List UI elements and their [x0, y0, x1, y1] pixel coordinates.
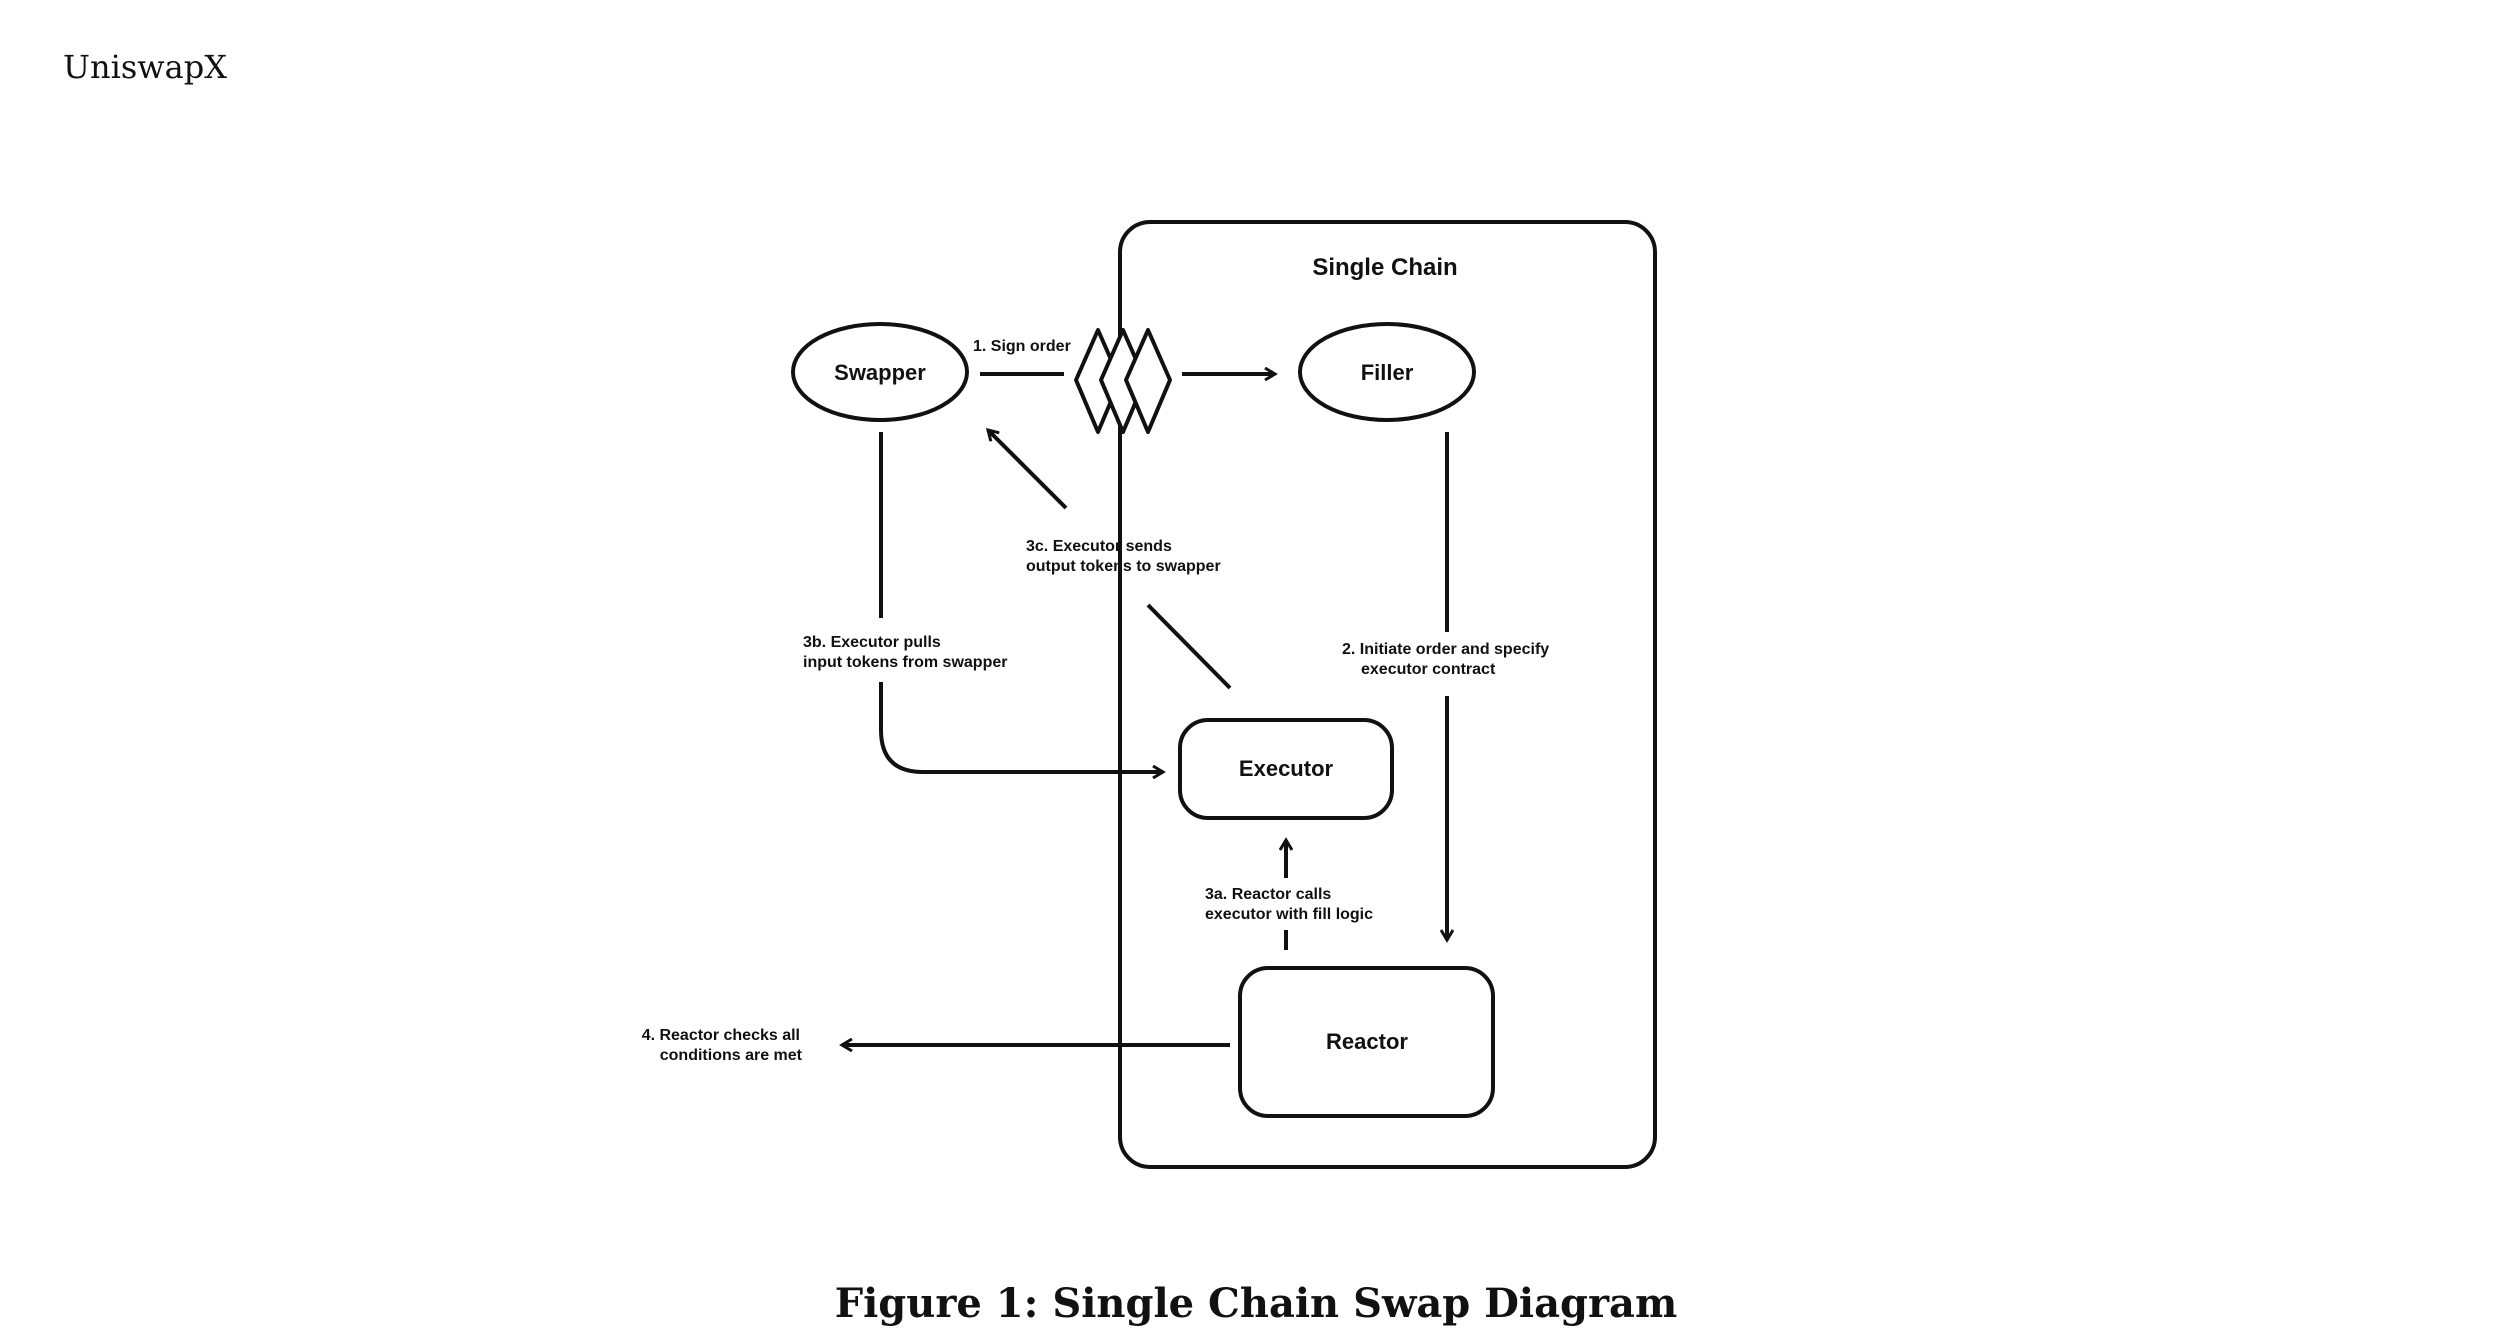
figure-caption: Figure 1: Single Chain Swap Diagram: [834, 1280, 1678, 1327]
step3b-label-line1: 3b. Executor pulls: [803, 634, 941, 651]
step3b-arrow-to-executor: [879, 682, 1163, 772]
signed-order-icon: [1074, 328, 1172, 434]
step3c-line-lower: [1146, 603, 1232, 690]
reactor-node: [1238, 966, 1495, 1118]
step4-label-line2: conditions are met: [660, 1047, 803, 1064]
document-header-title: UniswapX: [63, 48, 227, 86]
step3c-label-line2: output tokens to swapper: [1026, 558, 1221, 575]
executor-node: [1178, 718, 1394, 820]
swapper-node: [791, 322, 969, 422]
step3c-arrow-to-swapper: [988, 430, 1068, 510]
step3c-label-line1: 3c. Executor sends: [1026, 538, 1172, 555]
executor-node-label: Executor: [1239, 756, 1334, 781]
step3a-label-line1: 3a. Reactor calls: [1205, 886, 1331, 903]
step3a-label-line2: executor with fill logic: [1205, 906, 1373, 923]
step2-label-line2: executor contract: [1361, 661, 1496, 678]
reactor-node-label: Reactor: [1326, 1029, 1408, 1054]
filler-node: [1298, 322, 1476, 422]
step3b-label-line2: input tokens from swapper: [803, 654, 1007, 671]
step4-label-line1: 4. Reactor checks all: [642, 1027, 800, 1044]
filler-node-label: Filler: [1361, 360, 1414, 385]
single-chain-label: Single Chain: [1312, 254, 1457, 281]
step2-label-line1: 2. Initiate order and specify: [1342, 641, 1549, 658]
swapper-node-label: Swapper: [834, 360, 926, 385]
step1-label: 1. Sign order: [973, 338, 1071, 355]
single-chain-region: [1118, 220, 1657, 1169]
